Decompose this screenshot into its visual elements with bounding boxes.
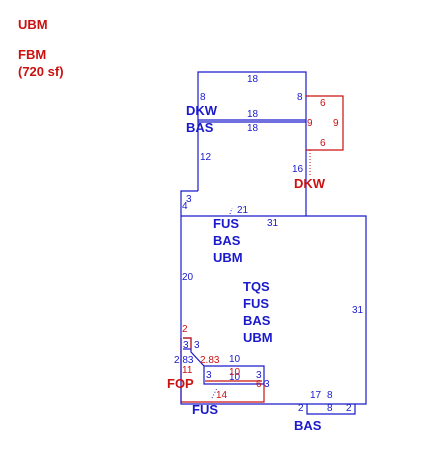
deck-right: [306, 95, 344, 176]
label-porch-fop: FOP: [167, 376, 194, 391]
mid-leader: [229, 207, 233, 215]
dim-porch-3b: 3: [194, 340, 200, 351]
dim-porch-283b: 2.83: [200, 355, 220, 366]
dim-porch-2: 2: [182, 324, 188, 335]
dim-bottom-8b: 8: [327, 403, 333, 414]
dim-porch-6: 6: [256, 379, 262, 390]
legend-code-ubm: UBM: [18, 17, 48, 32]
label-center-fus: FUS: [243, 296, 269, 311]
dim-porch-283a: 2.83: [174, 355, 194, 366]
label-main-bas: BAS: [213, 233, 241, 248]
main-block-outline-right: [181, 215, 367, 405]
legend-area: (720 sf): [18, 64, 64, 79]
dim-porch-14: 14: [216, 390, 228, 401]
dim-deck-left: 9: [307, 118, 313, 129]
dim-upper-left: 8: [200, 92, 206, 103]
dim-jog-3: 3: [186, 194, 192, 205]
upper-jog: [180, 190, 198, 216]
dim-upper-mid: 18: [247, 109, 259, 120]
dim-bottom-2a: 2: [298, 403, 304, 414]
label-bottom-bas: BAS: [294, 418, 322, 433]
dim-mid-21: 21: [237, 205, 249, 216]
deck-outline: [306, 95, 344, 151]
dim-upper-mid2: 18: [247, 123, 259, 134]
label-center-tqs: TQS: [243, 279, 270, 294]
dim-inner-3a: 3: [206, 370, 212, 381]
dim-left-12: 12: [200, 152, 212, 163]
dim-inner-3b: 3: [256, 370, 262, 381]
label-center-bas: BAS: [243, 313, 271, 328]
dim-porch-10c: 10: [229, 367, 241, 378]
dim-jog-4: 4: [182, 201, 188, 212]
label-bottom-fus: FUS: [192, 402, 218, 417]
dim-bottom-8a: 8: [327, 390, 333, 401]
porch-area: [180, 337, 265, 405]
dim-porch-10b: 10: [229, 372, 241, 383]
dim-deck-right: 9: [333, 118, 339, 129]
dim-top-width: 18: [247, 74, 259, 85]
label-upper-dkw: DKW: [186, 103, 218, 118]
dim-mid-31: 31: [267, 218, 279, 229]
dim-porch-3a: 3: [183, 340, 189, 351]
main-block: [180, 207, 367, 405]
dim-porch-11: 11: [182, 365, 193, 376]
label-main-fus: FUS: [213, 216, 239, 231]
label-deck-dkw: DKW: [294, 176, 326, 191]
dim-deck-top: 6: [320, 98, 326, 109]
dim-upper-right: 8: [297, 92, 303, 103]
dim-porch-10a: 10: [229, 354, 241, 365]
upper-block: [180, 71, 307, 216]
dim-bottom-2b: 2: [346, 403, 352, 414]
dim-left-20: 20: [182, 272, 194, 283]
porch-jog-red: [183, 337, 192, 350]
legend-code-fbm: FBM: [18, 47, 46, 62]
bottom-bump: [306, 404, 356, 415]
dim-right-31: 31: [352, 305, 364, 316]
label-upper-bas: BAS: [186, 120, 214, 135]
label-main-ubm: UBM: [213, 250, 243, 265]
porch-outline-blue: [180, 338, 264, 405]
dim-deck-bottom: 6: [320, 138, 326, 149]
porch-leader: [211, 387, 218, 399]
upper-block-outline: [197, 71, 307, 216]
dim-porch-3c: 3: [264, 379, 270, 390]
dim-bottom-17: 17: [310, 390, 322, 401]
dim-right-16: 16: [292, 164, 304, 175]
label-center-ubm: UBM: [243, 330, 273, 345]
bottom-bump-outline: [306, 404, 356, 415]
